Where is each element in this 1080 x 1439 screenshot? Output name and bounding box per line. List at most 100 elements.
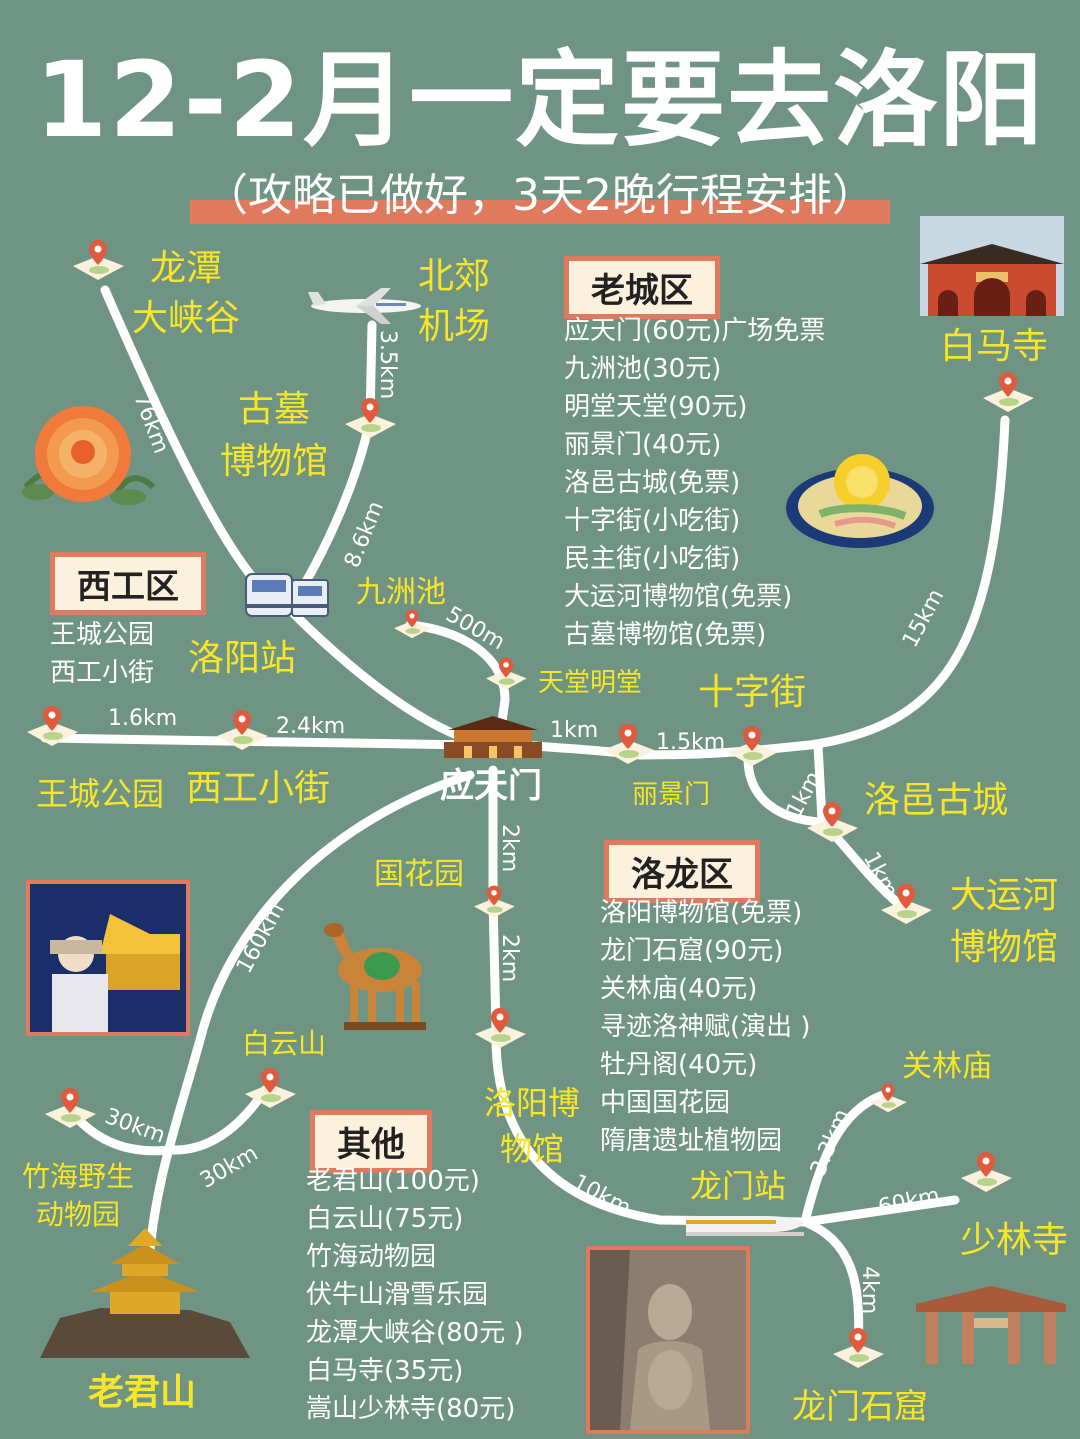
list-item: 竹海动物园 bbox=[306, 1242, 437, 1272]
route-laojunshan bbox=[143, 770, 475, 1275]
distance-label: 2km bbox=[497, 934, 522, 983]
map-pin-icon[interactable] bbox=[956, 1150, 1016, 1200]
map-pin-icon[interactable] bbox=[22, 704, 82, 754]
list-item: 龙门石窟(90元) bbox=[600, 936, 784, 966]
list-item: 龙潭大峡谷(80元 ) bbox=[306, 1318, 524, 1348]
map-pin-icon[interactable] bbox=[828, 1326, 888, 1376]
list-item: 大运河博物馆(免票) bbox=[564, 582, 793, 612]
place-label-xigong: 西工小街 bbox=[186, 768, 331, 809]
bullet-train-icon bbox=[686, 1216, 804, 1236]
place-label-luoyang-station: 洛阳站 bbox=[188, 638, 297, 679]
distance-label: 2.4km bbox=[276, 714, 346, 739]
map-pin-icon[interactable] bbox=[40, 1086, 100, 1136]
route-grottoes bbox=[800, 1217, 864, 1350]
place-label-baima: 白马寺 bbox=[940, 326, 1049, 367]
route-zhuhai bbox=[65, 1085, 270, 1156]
photo-laojunshan-night bbox=[26, 880, 190, 1036]
list-item: 老君山(100元) bbox=[306, 1166, 480, 1196]
yingtianmen-gate-icon bbox=[444, 716, 542, 758]
map-pin-icon[interactable] bbox=[240, 1066, 300, 1116]
place-label-dayunhe: 大运河 博物馆 bbox=[950, 875, 1059, 968]
route-luoyi-branch bbox=[813, 740, 827, 825]
shaolin-archway-icon bbox=[916, 1286, 1066, 1364]
place-label-gumu: 古墓 博物馆 bbox=[220, 389, 329, 482]
distance-label: 1.5km bbox=[656, 730, 726, 755]
route-south bbox=[488, 765, 960, 1227]
map-pin-icon[interactable] bbox=[802, 800, 862, 850]
place-label-baiyunshan: 白云山 bbox=[242, 1027, 327, 1060]
baima-temple-icon bbox=[920, 216, 1064, 316]
district-list-other: 老君山(100元) 白云山(75元) 竹海动物园 伏牛山滑雪乐园 龙潭大峡谷(8… bbox=[306, 1162, 524, 1428]
map-pin-icon[interactable] bbox=[482, 656, 530, 696]
map-pin-icon[interactable] bbox=[598, 722, 658, 772]
list-item: 应天门(60元)广场免票 bbox=[564, 316, 826, 346]
train-icon bbox=[245, 573, 329, 617]
place-label-shizijie: 十字街 bbox=[698, 672, 807, 713]
list-item: 丽景门(40元) bbox=[564, 430, 722, 460]
place-label-lijingmen: 丽景门 bbox=[632, 780, 711, 810]
list-item: 白马寺(35元) bbox=[306, 1356, 464, 1386]
map-pin-icon[interactable] bbox=[722, 724, 782, 774]
place-label-beijiao: 北郊 机场 bbox=[418, 256, 491, 347]
list-item: 白云山(75元) bbox=[306, 1204, 464, 1234]
map-pin-icon[interactable] bbox=[68, 238, 128, 288]
place-label-yingtianmen: 应天门 bbox=[440, 766, 542, 806]
place-label-luoyi: 洛邑古城 bbox=[864, 780, 1009, 821]
district-list-xigong: 王城公园 西工小街 bbox=[50, 616, 154, 692]
list-item: 中国国花园 bbox=[600, 1088, 731, 1118]
tang-sancai-horse-icon bbox=[324, 923, 426, 1030]
place-label-luoyang-museum: 洛阳博 物馆 bbox=[484, 1084, 581, 1168]
page-subtitle: （攻略已做好，3天2晚行程安排） bbox=[204, 170, 876, 221]
peony-flower-icon bbox=[22, 406, 156, 505]
subtitle-highlight bbox=[190, 200, 890, 224]
place-label-longtan: 龙潭 大峡谷 bbox=[132, 248, 241, 339]
map-pin-icon[interactable] bbox=[470, 1006, 530, 1056]
list-item: 洛邑古城(免票) bbox=[564, 468, 741, 498]
map-pin-icon[interactable] bbox=[470, 884, 518, 924]
list-item: 关林庙(40元) bbox=[600, 974, 758, 1004]
distance-label: 1km bbox=[550, 718, 599, 743]
list-item: 十字街(小吃街) bbox=[564, 506, 741, 536]
place-label-zhuhai: 竹海野生 动物园 bbox=[22, 1160, 135, 1231]
list-item: 伏牛山滑雪乐园 bbox=[306, 1280, 489, 1310]
place-label-guanlinmiao: 关林庙 bbox=[902, 1049, 992, 1084]
place-label-longmen-station: 龙门站 bbox=[690, 1167, 787, 1205]
list-item: 西工小街 bbox=[50, 658, 155, 688]
peony-dish-icon bbox=[786, 454, 934, 548]
map-pin-icon[interactable] bbox=[876, 882, 936, 932]
distance-label: 4km bbox=[857, 1266, 882, 1315]
place-label-jiuzhouchi: 九洲池 bbox=[356, 575, 446, 610]
district-tag-old-city: 老城区 bbox=[564, 256, 720, 319]
place-label-laojunshan: 老君山 bbox=[88, 1372, 197, 1413]
map-pin-icon[interactable] bbox=[866, 1082, 910, 1118]
map-pin-icon[interactable] bbox=[340, 396, 400, 446]
district-tag-xigong: 西工区 bbox=[50, 552, 206, 615]
distance-label: 3.5km bbox=[375, 330, 400, 400]
list-item: 九洲池(30元) bbox=[564, 354, 722, 384]
map-pin-icon[interactable] bbox=[212, 708, 272, 758]
district-tag-luolong: 洛龙区 bbox=[604, 840, 760, 903]
list-item: 明堂天堂(90元) bbox=[564, 392, 748, 422]
longmen-buddha-icon bbox=[590, 1250, 746, 1430]
list-item: 王城公园 bbox=[50, 620, 155, 650]
place-label-wangcheng: 王城公园 bbox=[36, 775, 165, 813]
district-tag-other: 其他 bbox=[310, 1110, 432, 1173]
photo-longmen-buddha bbox=[586, 1246, 750, 1434]
map-pin-icon[interactable] bbox=[978, 370, 1038, 420]
list-item: 洛阳博物馆(免票) bbox=[600, 898, 803, 928]
page-title: 12-2月一定要去洛阳 bbox=[34, 39, 1046, 161]
place-label-guohuayuan: 国花园 bbox=[374, 857, 464, 892]
list-item: 民主街(小吃街) bbox=[564, 544, 741, 574]
list-item: 隋唐遗址植物园 bbox=[600, 1126, 783, 1156]
district-list-luolong: 洛阳博物馆(免票) 龙门石窟(90元) 关林庙(40元) 寻迹洛神赋(演出 ) … bbox=[600, 894, 811, 1160]
route-guanlin bbox=[800, 1090, 888, 1227]
distance-label: 2km bbox=[497, 824, 522, 873]
list-item: 嵩山少林寺(80元) bbox=[306, 1394, 516, 1424]
list-item: 寻迹洛神赋(演出 ) bbox=[600, 1012, 811, 1042]
place-label-longmen-grottoes: 龙门石窟 bbox=[792, 1387, 928, 1427]
list-item: 古墓博物馆(免票) bbox=[564, 620, 767, 650]
map-pin-icon[interactable] bbox=[390, 608, 434, 644]
place-label-shaolinsi: 少林寺 bbox=[960, 1220, 1069, 1261]
district-list-old-city: 应天门(60元)广场免票 九洲池(30元) 明堂天堂(90元) 丽景门(40元)… bbox=[564, 312, 825, 654]
